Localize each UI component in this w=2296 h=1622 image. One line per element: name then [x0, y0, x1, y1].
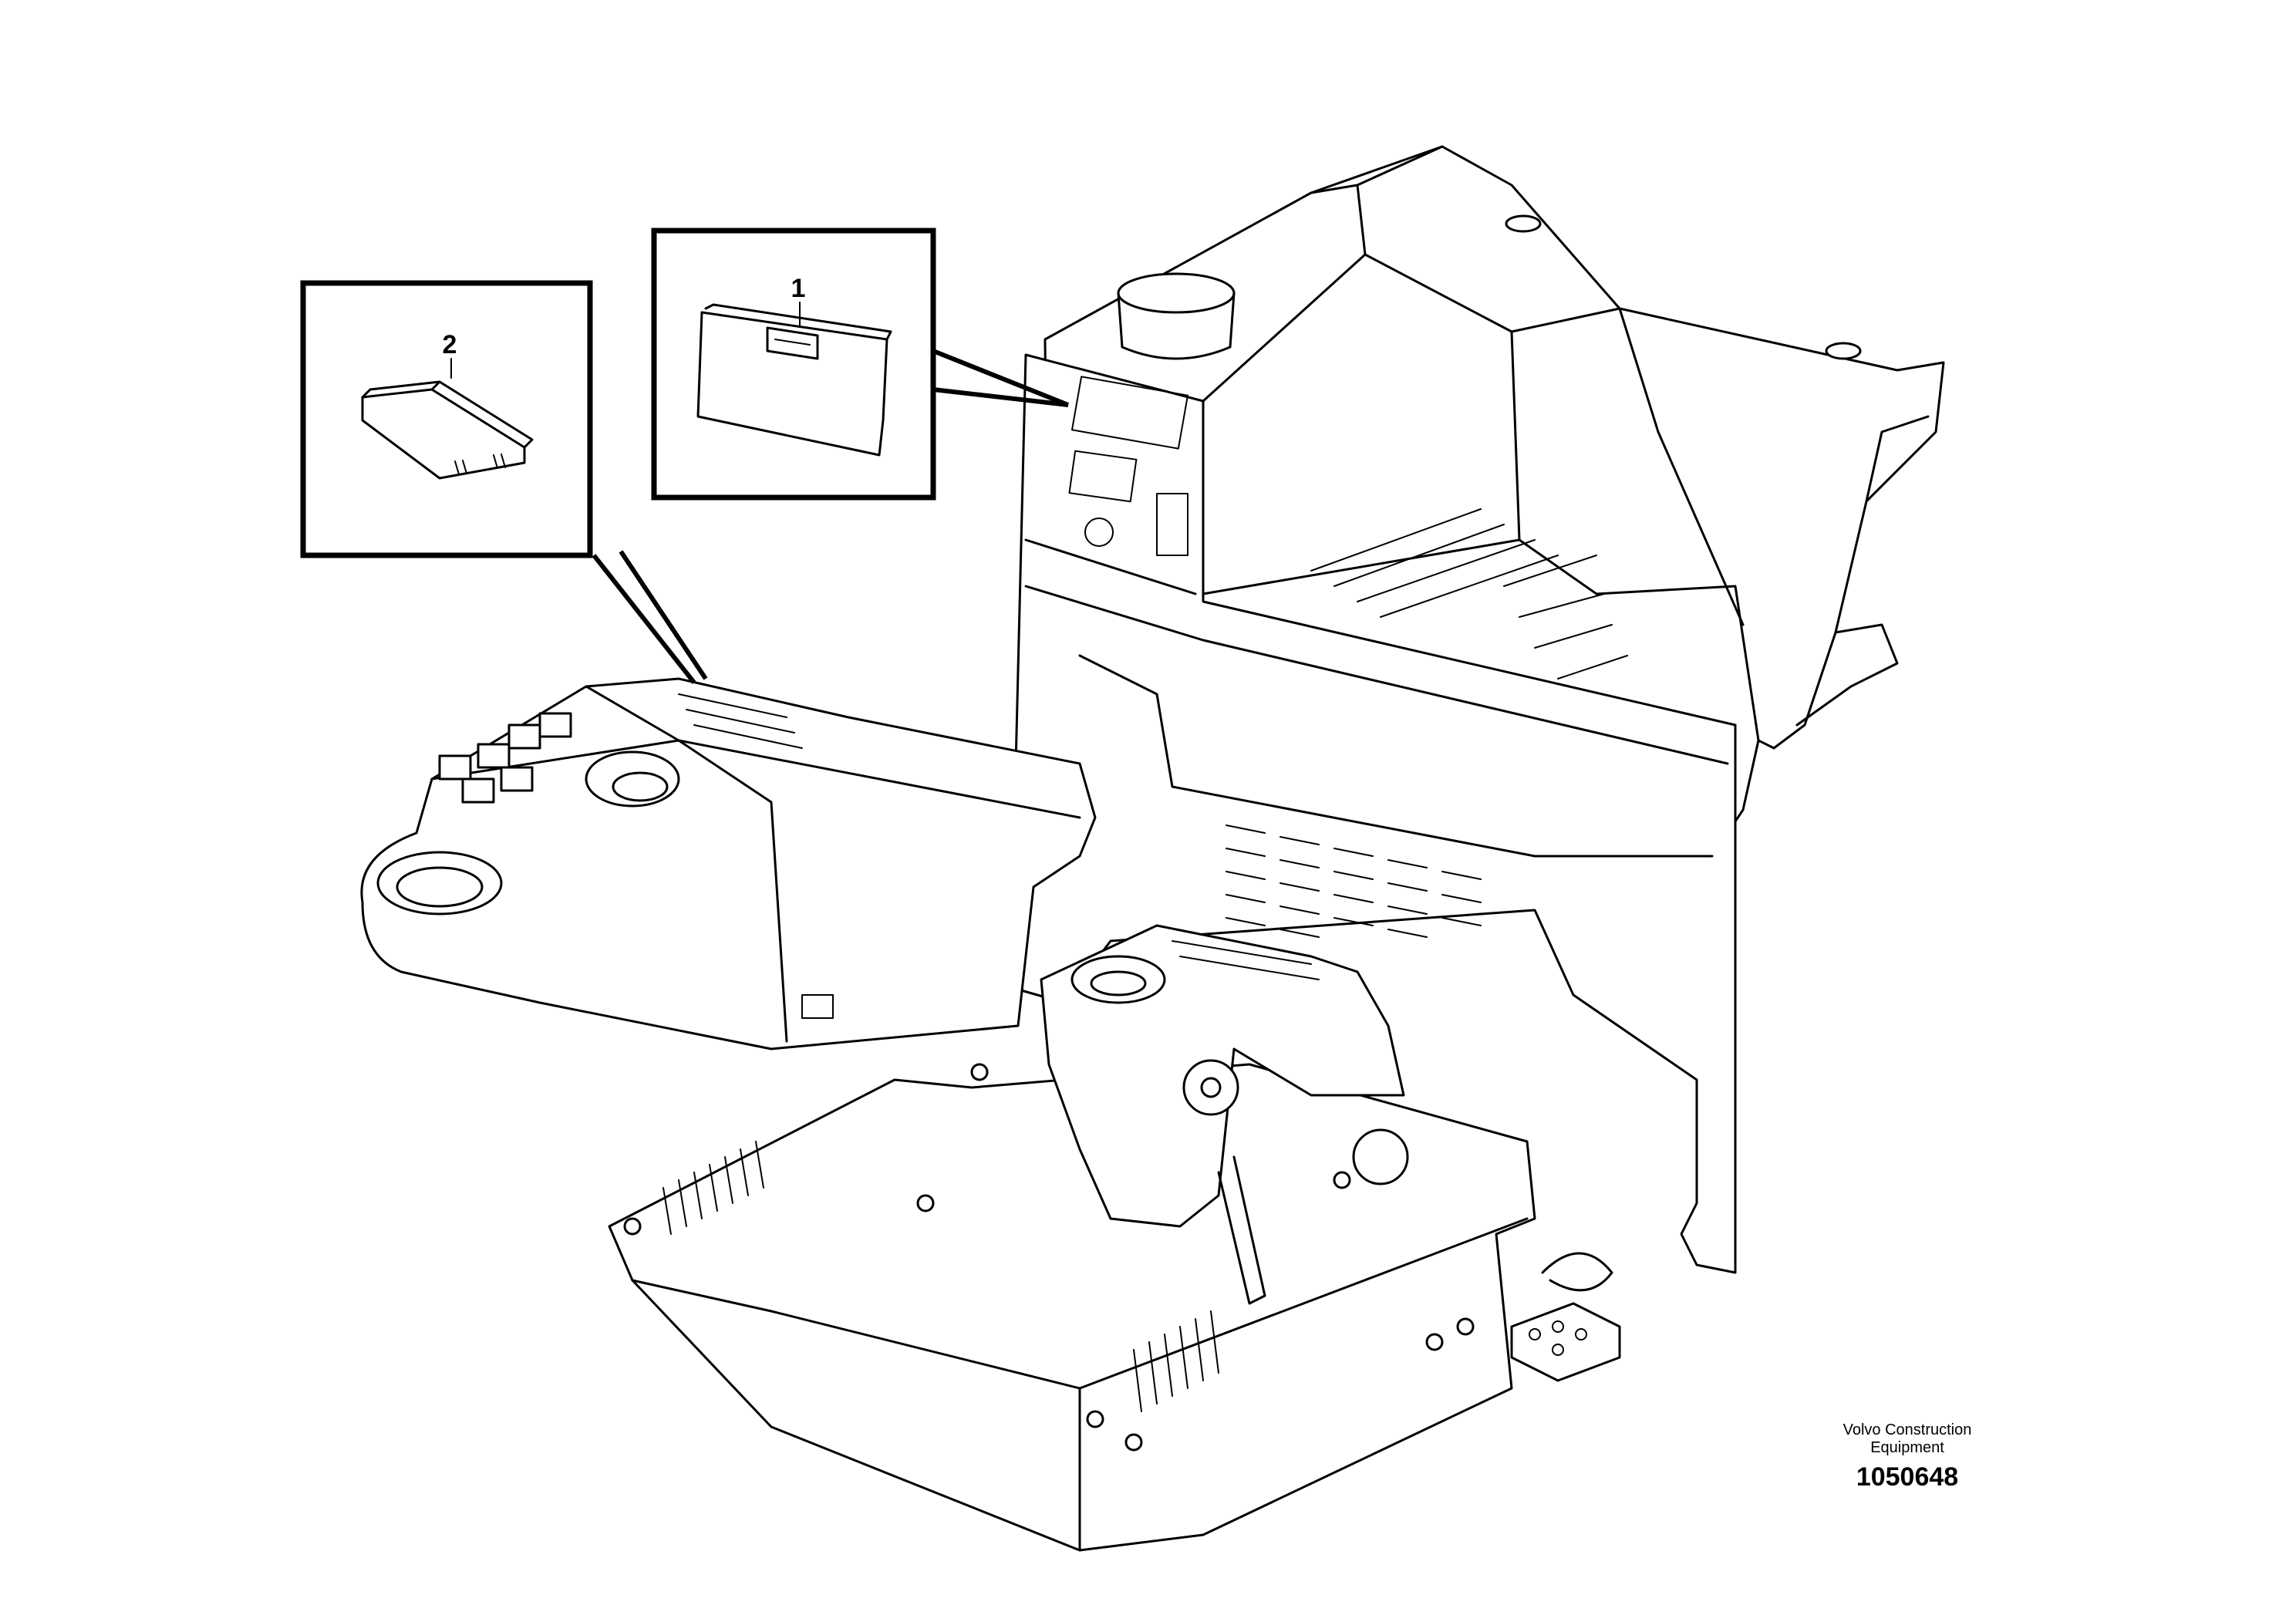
callout-box-2: 2	[300, 280, 708, 684]
brand-name-line2: Equipment	[1870, 1439, 1944, 1456]
drawing-number: 1050648	[1856, 1462, 1958, 1492]
right-control-lever-pod	[1040, 924, 1409, 1305]
brand-name-line1: Volvo Construction	[1843, 1421, 1972, 1438]
cover-lid-part	[696, 303, 892, 457]
seat-base-plate	[608, 1063, 1536, 1552]
hydraulic-connector-block	[1510, 1252, 1621, 1382]
leader-line-2	[592, 550, 708, 684]
callout-label-1: 1	[791, 274, 806, 303]
callout-label-2: 2	[443, 330, 457, 359]
left-control-console	[360, 677, 1097, 1050]
leader-line-1	[932, 349, 1070, 407]
switch-blank-part	[361, 380, 534, 480]
callout-box-1: 1	[651, 228, 1070, 501]
title-block: Volvo Construction Equipment 1050648	[1843, 1421, 1972, 1492]
